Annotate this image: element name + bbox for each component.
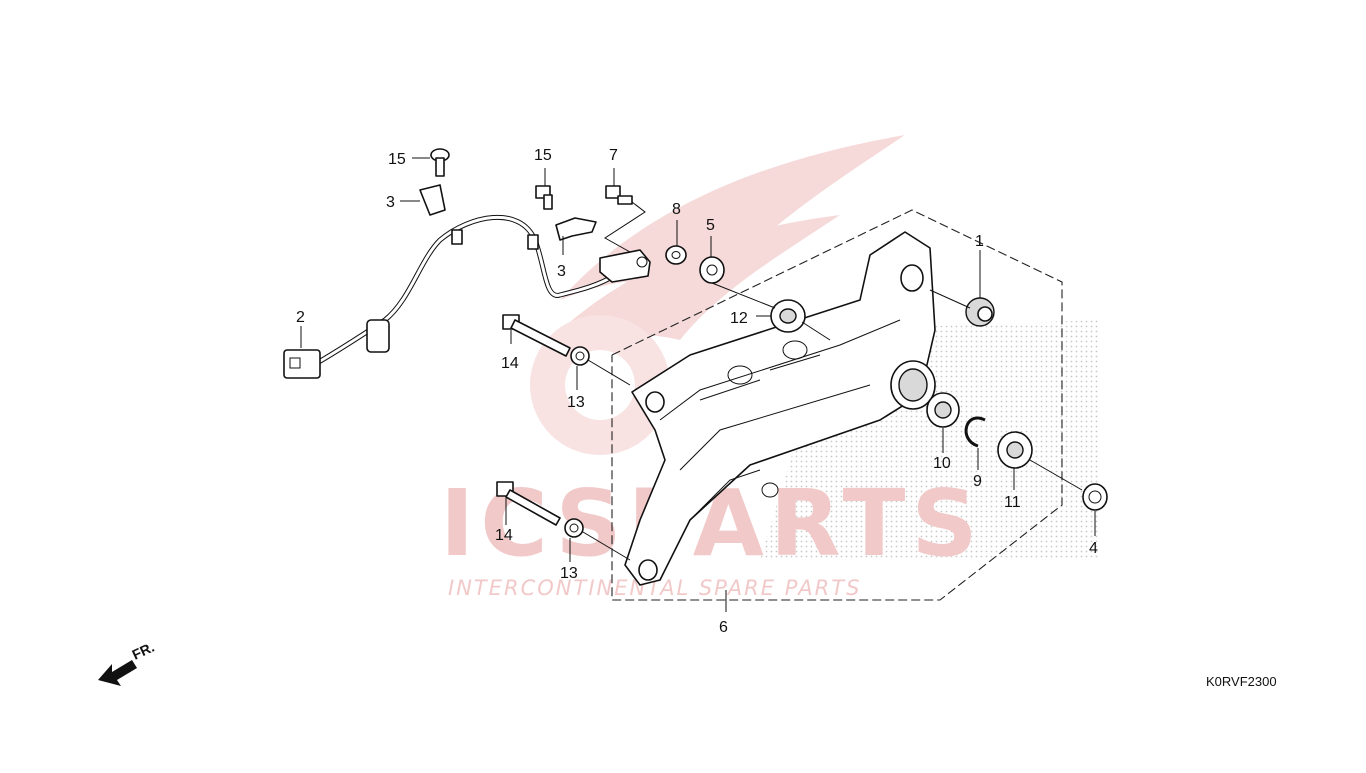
callout-11: 11 [1004, 494, 1021, 511]
clamp-3a [419, 184, 446, 216]
bolt-7 [605, 185, 633, 205]
callout-labels: 15 3 15 7 8 5 3 1 2 12 14 13 10 9 11 4 1… [296, 147, 1098, 636]
speed-sensor-part [599, 249, 651, 283]
callout-1: 1 [975, 233, 984, 250]
assembly-boundary [611, 209, 1063, 601]
callout-15a: 15 [388, 151, 406, 168]
collar-5 [699, 256, 725, 284]
callout-8: 8 [672, 201, 681, 218]
callout-3a: 3 [386, 194, 395, 211]
leader-lines [300, 157, 1096, 612]
bolt-15a [430, 148, 450, 177]
clamp-3b [555, 217, 597, 241]
callout-14b: 14 [495, 527, 513, 544]
bushing-1 [965, 297, 995, 327]
callout-12: 12 [730, 310, 748, 327]
bearing-12 [770, 299, 806, 333]
callout-10: 10 [933, 455, 951, 472]
bolt-14b [496, 481, 561, 526]
callout-9: 9 [973, 473, 982, 490]
callout-14a: 14 [501, 355, 519, 372]
callout-13b: 13 [560, 565, 578, 582]
cap-4 [1082, 483, 1108, 511]
front-direction-arrow-icon: FR. [98, 639, 157, 686]
callout-3b: 3 [557, 263, 566, 280]
callout-7: 7 [609, 147, 618, 164]
diagram-code: K0RVF2300 [1206, 674, 1277, 689]
bolt-15b [535, 185, 553, 210]
washer-13b [564, 518, 584, 538]
washer-13a [570, 346, 590, 366]
callout-15b: 15 [534, 147, 552, 164]
direction-label: FR. [130, 639, 157, 663]
nut-8 [665, 245, 687, 265]
sensor-harness-part [283, 215, 617, 379]
swingarm-part [624, 231, 936, 586]
bearing-11 [997, 431, 1033, 469]
bearing-10 [926, 392, 960, 428]
callout-2: 2 [296, 309, 305, 326]
callout-6: 6 [719, 619, 728, 636]
callout-13a: 13 [567, 394, 585, 411]
callout-4: 4 [1089, 540, 1098, 557]
callout-5: 5 [706, 217, 715, 234]
circlip-9 [964, 416, 986, 448]
bolt-14a [502, 314, 571, 357]
